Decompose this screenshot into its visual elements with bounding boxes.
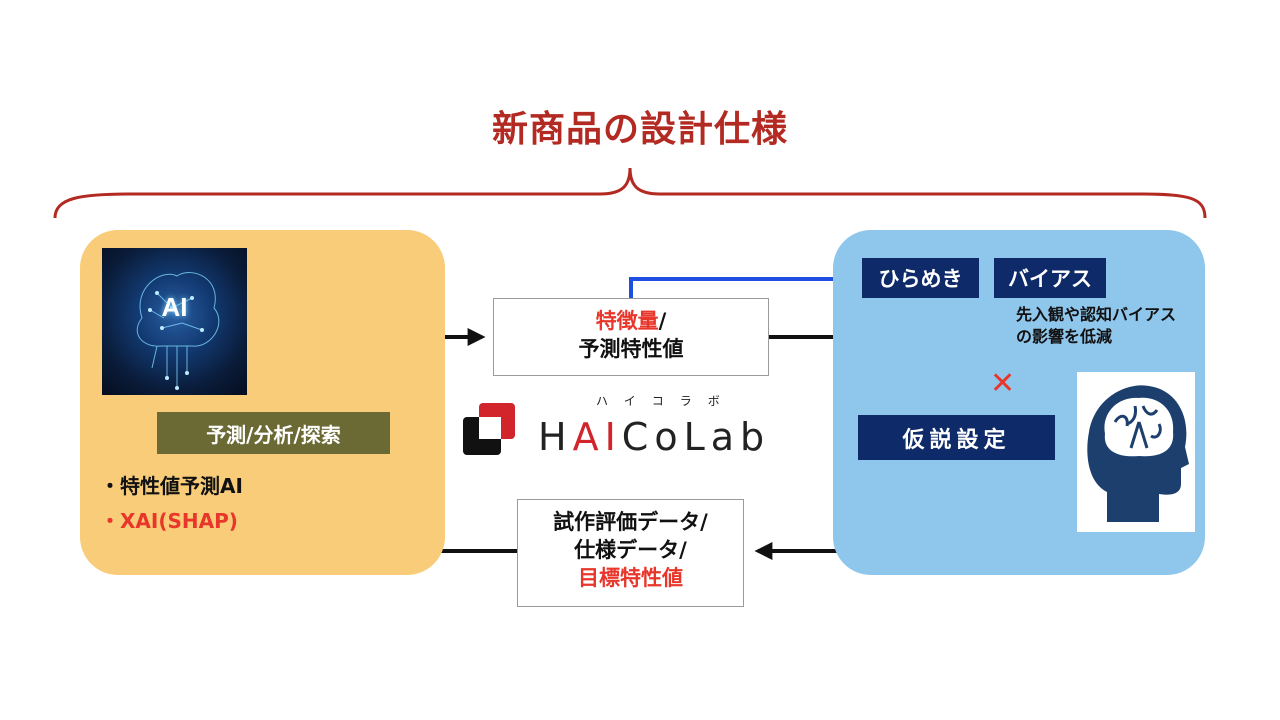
logo-ruby-text: ハイコラボ — [596, 394, 736, 408]
page-title: 新商品の設計仕様 — [491, 109, 788, 150]
spec-box-line3: 目標特性値 — [578, 566, 683, 590]
bullet-xai-shap: ・XAI(SHAP) — [100, 509, 238, 533]
human-head-image — [1077, 372, 1195, 532]
human-head-icon — [1087, 385, 1189, 522]
spec-box-line2: 仕様データ/ — [574, 538, 687, 562]
feature-prediction-box: 特徴量/ 予測特性値 — [493, 298, 769, 376]
spec-data-box: 試作評価データ/ 仕様データ/ 目標特性値 — [517, 499, 744, 607]
feature-box-line2: 予測特性値 — [578, 337, 684, 361]
curly-brace — [53, 167, 1207, 219]
cross-icon: ✕ — [990, 366, 1016, 401]
bias-reduction-note: 先入観や認知バイアス の影響を低減 — [1016, 305, 1177, 346]
ai-image-label: AI — [161, 292, 188, 322]
feature-box-line1: 特徴量/ — [595, 309, 667, 333]
hypothesis-setting-box: 仮説設定 — [858, 415, 1055, 460]
bullet-property-prediction-ai: ・特性値予測AI — [100, 474, 243, 498]
haicolab-logo-icon — [463, 403, 515, 455]
spec-box-line1: 試作評価データ/ — [553, 510, 708, 534]
logo-wordmark: HAICoLab — [538, 415, 771, 459]
ai-brain-image: AI — [102, 248, 247, 395]
arrow-feature-to-hirameki — [629, 270, 856, 298]
bias-box: バイアス — [994, 258, 1106, 298]
brain-circuit-icon — [136, 272, 220, 390]
predict-analyze-explore-box: 予測/分析/探索 — [157, 412, 390, 454]
inspiration-box: ひらめき — [862, 258, 979, 298]
